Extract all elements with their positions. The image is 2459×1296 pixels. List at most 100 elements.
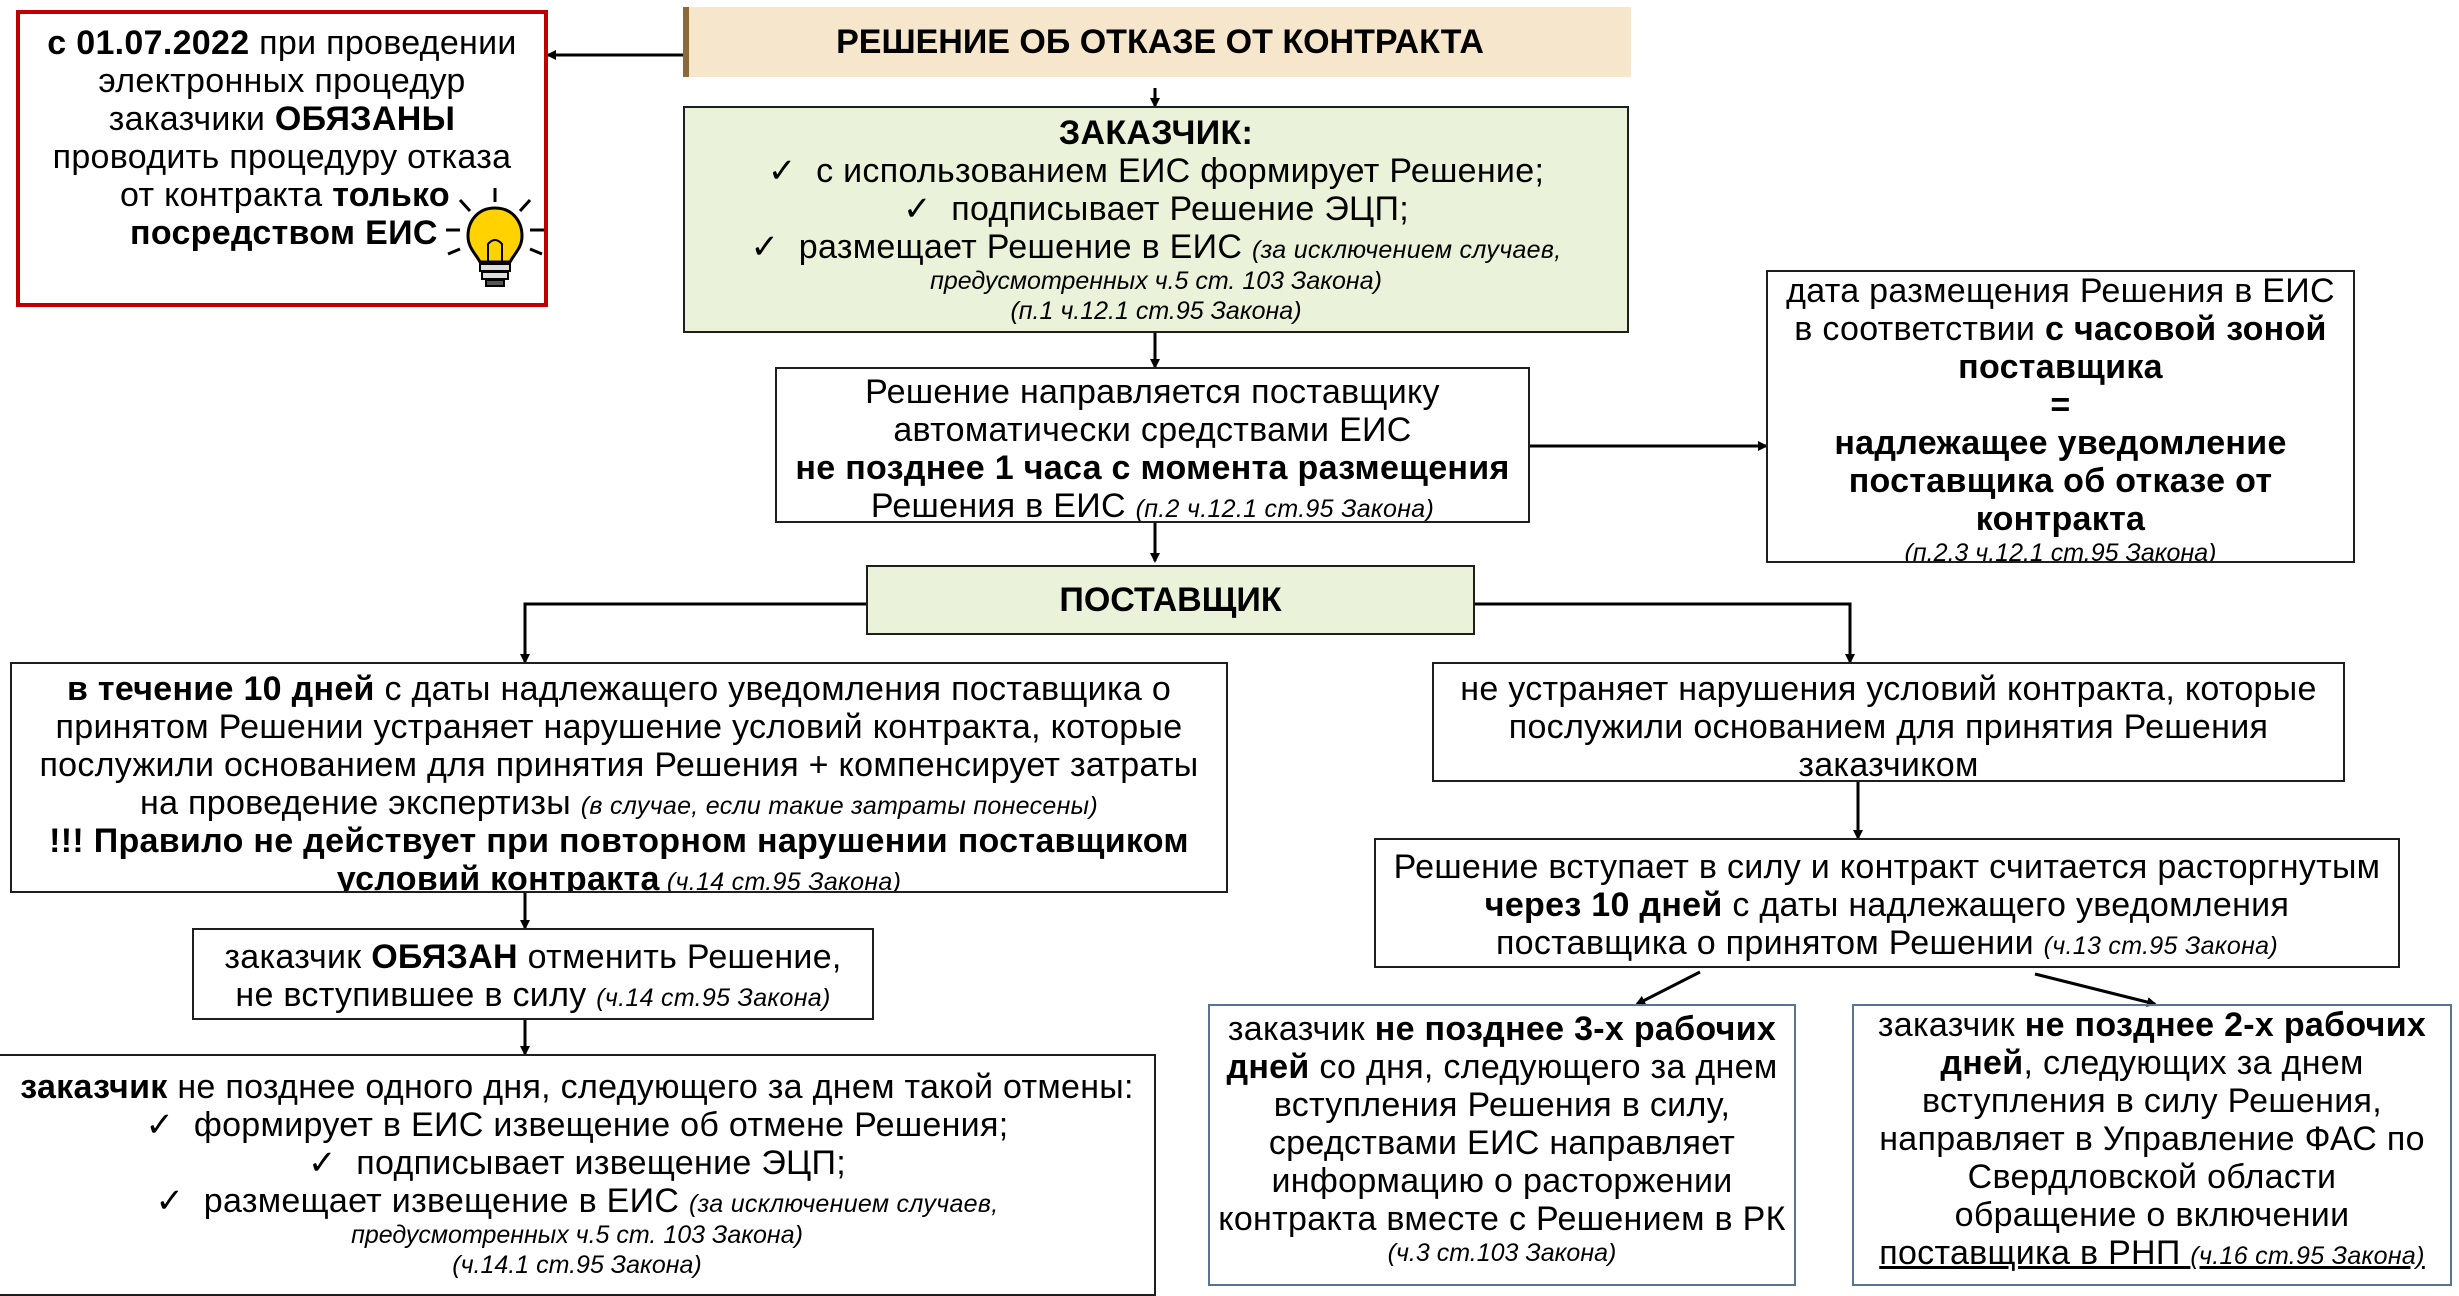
right-emphasis: не позднее 3-х рабочих <box>1374 1010 1777 1048</box>
right-text: направляет в Управление ФАС по <box>1879 1120 2425 1158</box>
legal-ref: (п.2,3 ч.12.1 ст.95 Закона) <box>1904 539 2217 563</box>
legal-ref: (ч.14 ст.95 Закона) <box>596 984 831 1012</box>
right-emphasis: дней <box>1940 1044 2024 1082</box>
customer-title: ЗАКАЗЧИК: <box>1058 114 1254 152</box>
right-emphasis: через 10 дней <box>1484 886 1723 924</box>
right-text: вступления Решения в силу, <box>1273 1086 1731 1124</box>
right-no-remedy-box: не устраняет нарушения условий контракта… <box>1432 662 2345 782</box>
right-text: , следующих за днем <box>2023 1044 2364 1082</box>
right-text: Решение вступает в силу и контракт счита… <box>1393 848 2381 886</box>
right-text: средствами ЕИС направляет <box>1268 1124 1736 1162</box>
right-emphasis: не позднее 2-х рабочих <box>2024 1006 2427 1044</box>
legal-note: предусмотренных ч.5 ст. 103 Закона) <box>930 267 1382 295</box>
arrow-supplier-to-right <box>1475 602 1855 664</box>
customer-item: размещает Решение в ЕИС <box>751 228 1253 266</box>
right-text: Свердловской области <box>1967 1158 2337 1196</box>
arrow-right2-to-right3 <box>1635 970 1701 1006</box>
notice-item: подписывает извещение ЭЦП; <box>0 1144 1154 1182</box>
arrow-supplier-to-left <box>520 602 866 664</box>
legal-note: предусмотренных ч.5 ст. 103 Закона) <box>351 1221 803 1249</box>
date-emphasis: с часовой зоной <box>2044 310 2327 348</box>
legal-ref: (п.2 ч.12.1 ст.95 Закона) <box>1135 495 1435 523</box>
legal-ref: (п.1 ч.12.1 ст.95 Закона) <box>1010 297 1302 325</box>
left-warning: !!! Правило не действует при повторном н… <box>49 822 1189 860</box>
left-remedy-box: в течение 10 дней с даты надлежащего уве… <box>10 662 1228 893</box>
date-emphasis: контракта <box>1975 500 2146 538</box>
send-emphasis: не позднее 1 часа с момента размещения <box>795 449 1510 487</box>
legal-ref: (ч.14 ст.95 Закона) <box>659 868 902 893</box>
left-text: не вступившее в силу <box>235 976 597 1014</box>
right-text: контракта вместе с Решением в РК <box>1218 1200 1786 1238</box>
customer-item: подписывает Решение ЭЦП; <box>685 190 1627 228</box>
right-text: поставщика в РНП <box>1879 1234 2191 1272</box>
right-text: поставщика о принятом Решении <box>1495 924 2044 962</box>
legal-note: (за исключением случаев, <box>1252 236 1562 264</box>
right-text: со дня, следующего за днем <box>1309 1048 1778 1086</box>
left-emphasis: ОБЯЗАН <box>371 938 518 976</box>
note-text: заказчики <box>108 100 275 138</box>
left-text: заказчик <box>224 938 372 976</box>
right-emphasis: дней <box>1226 1048 1310 1086</box>
left-cancel-box: заказчик ОБЯЗАН отменить Решение, не вст… <box>192 928 874 1020</box>
title-banner: РЕШЕНИЕ ОБ ОТКАЗЕ ОТ КОНТРАКТА <box>683 7 1631 77</box>
lightbulb-icon <box>446 188 544 287</box>
title-text: РЕШЕНИЕ ОБ ОТКАЗЕ ОТ КОНТРАКТА <box>836 22 1484 61</box>
date-text: дата размещения Решения в ЕИС <box>1786 272 2335 310</box>
right-text: заказчиком <box>1798 746 1979 782</box>
right-text: не устраняет нарушения условий контракта… <box>1460 670 2317 708</box>
left-text: на проведение экспертизы <box>140 784 581 822</box>
supplier-title: ПОСТАВЩИК <box>1059 580 1282 619</box>
note-date: с 01.07.2022 <box>47 24 250 62</box>
right-text: информацию о расторжении <box>1271 1162 1733 1200</box>
legal-ref: (ч.3 ст.103 Закона) <box>1387 1239 1617 1267</box>
date-emphasis: надлежащее уведомление <box>1834 424 2287 462</box>
note-text: электронных процедур <box>98 62 466 100</box>
left-text: послужили основанием для принятия Решени… <box>39 746 1199 784</box>
right-effect-box: Решение вступает в силу и контракт счита… <box>1374 838 2400 968</box>
legal-note: (в случае, если такие затраты понесены) <box>580 792 1098 820</box>
note-emphasis: только <box>332 176 450 214</box>
note-emphasis: ОБЯЗАНЫ <box>274 100 456 138</box>
note-emphasis: посредством ЕИС <box>130 214 438 252</box>
legal-ref: (ч.16 ст.95 Закона) <box>2190 1242 2425 1270</box>
date-box: дата размещения Решения в ЕИС в соответс… <box>1766 270 2355 563</box>
left-text: принятом Решении устраняет нарушение усл… <box>55 708 1183 746</box>
send-text: Решение направляется поставщику <box>865 373 1440 411</box>
date-emphasis: поставщика об отказе от <box>1848 462 2273 500</box>
right-text: обращение о включении <box>1954 1196 2350 1234</box>
right-text: с даты надлежащего уведомления <box>1722 886 2290 924</box>
left-text: не позднее одного дня, следующего за дне… <box>167 1068 1134 1106</box>
notice-item: формирует в ЕИС извещение об отмене Реше… <box>0 1106 1154 1144</box>
legal-ref: (ч.13 ст.95 Закона) <box>2043 932 2279 960</box>
left-text: отменить Решение, <box>517 938 842 976</box>
note-text: от контракта <box>120 176 333 214</box>
right-text: заказчик <box>1227 1010 1375 1048</box>
arrow-right2-to-right4 <box>2034 972 2157 1007</box>
legal-note: (за исключением случаев, <box>689 1190 999 1218</box>
customer-item: с использованием ЕИС формирует Решение; <box>685 152 1627 190</box>
send-text: Решения в ЕИС <box>870 487 1136 523</box>
right-text: вступления в силу Решения, <box>1922 1082 2382 1120</box>
supplier-box: ПОСТАВЩИК <box>866 565 1475 635</box>
date-text: в соответствии <box>1794 310 2045 348</box>
notice-item: размещает извещение в ЕИС <box>156 1182 690 1220</box>
date-emphasis: = <box>2050 386 2071 424</box>
left-warning: условий контракта <box>336 860 660 893</box>
customer-box: ЗАКАЗЧИК: с использованием ЕИС формирует… <box>683 106 1629 333</box>
left-notice-box: заказчик не позднее одного дня, следующе… <box>0 1054 1156 1296</box>
note-box: с 01.07.2022 при проведении электронных … <box>16 10 548 307</box>
right-fas-box: заказчик не позднее 2-х рабочих дней, сл… <box>1852 1004 2452 1286</box>
left-text: с даты надлежащего уведомления поставщик… <box>374 670 1172 708</box>
left-emphasis: в течение 10 дней <box>66 670 375 708</box>
legal-ref: (ч.14.1 ст.95 Закона) <box>452 1251 702 1279</box>
right-text: заказчик <box>1877 1006 2025 1044</box>
note-text: при проведении <box>249 24 517 62</box>
date-emphasis: поставщика <box>1958 348 2163 386</box>
send-text: автоматически средствами ЕИС <box>893 411 1412 449</box>
send-box: Решение направляется поставщику автомати… <box>775 367 1530 523</box>
left-emphasis: заказчик <box>20 1068 168 1106</box>
note-text: проводить процедуру отказа <box>52 138 512 176</box>
right-text: послужили основанием для принятия Решени… <box>1508 708 2269 746</box>
right-rk-box: заказчик не позднее 3-х рабочих дней со … <box>1208 1004 1796 1286</box>
